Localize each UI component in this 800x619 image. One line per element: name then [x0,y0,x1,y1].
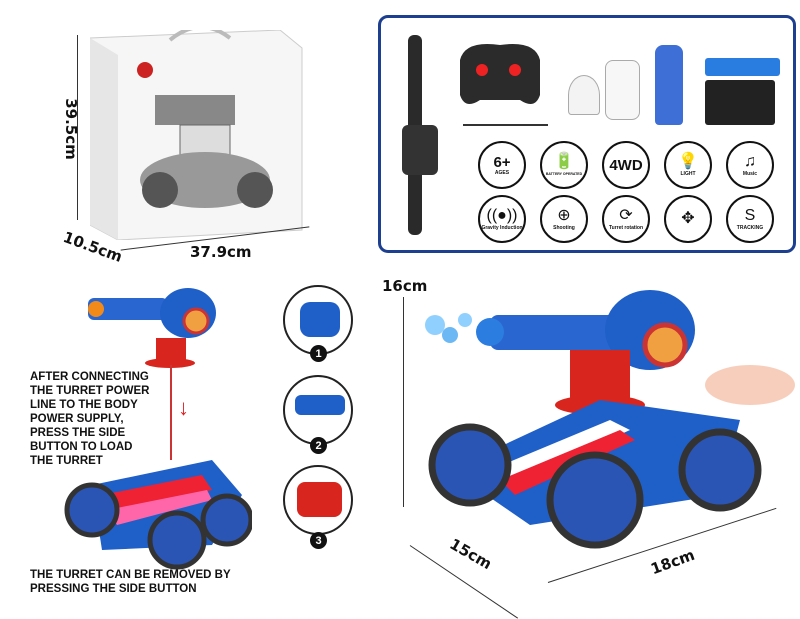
4wd-value: 4WD [609,156,643,174]
turret-rotation-icon: ⟳ [619,207,633,224]
gravity-induction-icon: ((●)) [486,207,518,224]
toy-height-label: 16cm [382,277,428,295]
remove-turret-instruction: THE TURRET CAN BE REMOVED BY PRESSING TH… [30,569,231,595]
turret-image [88,283,218,368]
tracking-caption: TRACKING [736,225,764,231]
shooting-caption: Shooting [553,225,575,231]
step-2-image [283,375,353,445]
step-3-image [283,465,353,535]
toy-height-line [403,297,404,507]
battery-pack-image [705,58,780,76]
battery-icon: 🔋 [554,153,574,170]
feature-age-icon: 6+AGES [478,141,526,189]
feature-shooting-icon: ⊕Shooting [540,195,588,243]
turret-rotation-caption: Turret rotation [608,225,644,231]
multi-direction-icon: ✥ [681,210,695,227]
usb-cable-image [463,112,548,126]
watch-controller-image [398,35,448,245]
battery-caption: BATTERY OPERATED [545,172,583,176]
music-caption: Music [742,171,758,177]
age-caption: AGES [494,169,510,176]
step-1-badge: 1 [310,345,327,362]
step-1-image [283,285,353,355]
spare-darts-image [705,80,775,125]
package-width-label: 37.9cm [190,243,252,261]
light-caption: LIGHT [680,171,696,177]
remote-controller-image [455,40,545,110]
crosshair-icon: ⊕ [557,207,571,224]
feature-4wd-icon: 4WD [602,141,650,189]
gravity-caption: Gravity Induction [481,225,523,231]
funnel-image [568,75,600,115]
age-value: 6+ [493,153,511,171]
step-2-badge: 2 [310,437,327,454]
feature-music-icon: ♫Music [726,141,774,189]
power-line [170,365,172,460]
car-body-image [62,455,254,570]
toy-image [410,280,800,565]
tracking-icon: S [744,207,756,224]
package-box [89,25,305,241]
height-dimension-line [77,35,78,220]
step-3-badge: 3 [310,532,327,549]
accessories-panel [378,15,796,253]
light-bulb-icon: 💡 [678,153,698,170]
feature-gravity-icon: ((●))Gravity Induction [478,195,526,243]
feature-icon-grid: 6+AGES 🔋 BATTERY OPERATED 4WD 💡LIGHT ♫Mus… [478,141,778,243]
music-note-icon: ♫ [744,153,756,170]
down-arrow-icon: ↓ [178,395,189,420]
feature-light-icon: 💡LIGHT [664,141,712,189]
gel-balls-bottle-image [655,45,683,125]
feature-battery-icon: 🔋 BATTERY OPERATED [540,141,588,189]
feature-multi-direction-icon: ✥ [664,195,712,243]
feature-turret-rotation-icon: ⟳Turret rotation [602,195,650,243]
load-turret-instruction: AFTER CONNECTING THE TURRET POWER LINE T… [30,371,150,467]
water-bottle-image [605,60,640,120]
